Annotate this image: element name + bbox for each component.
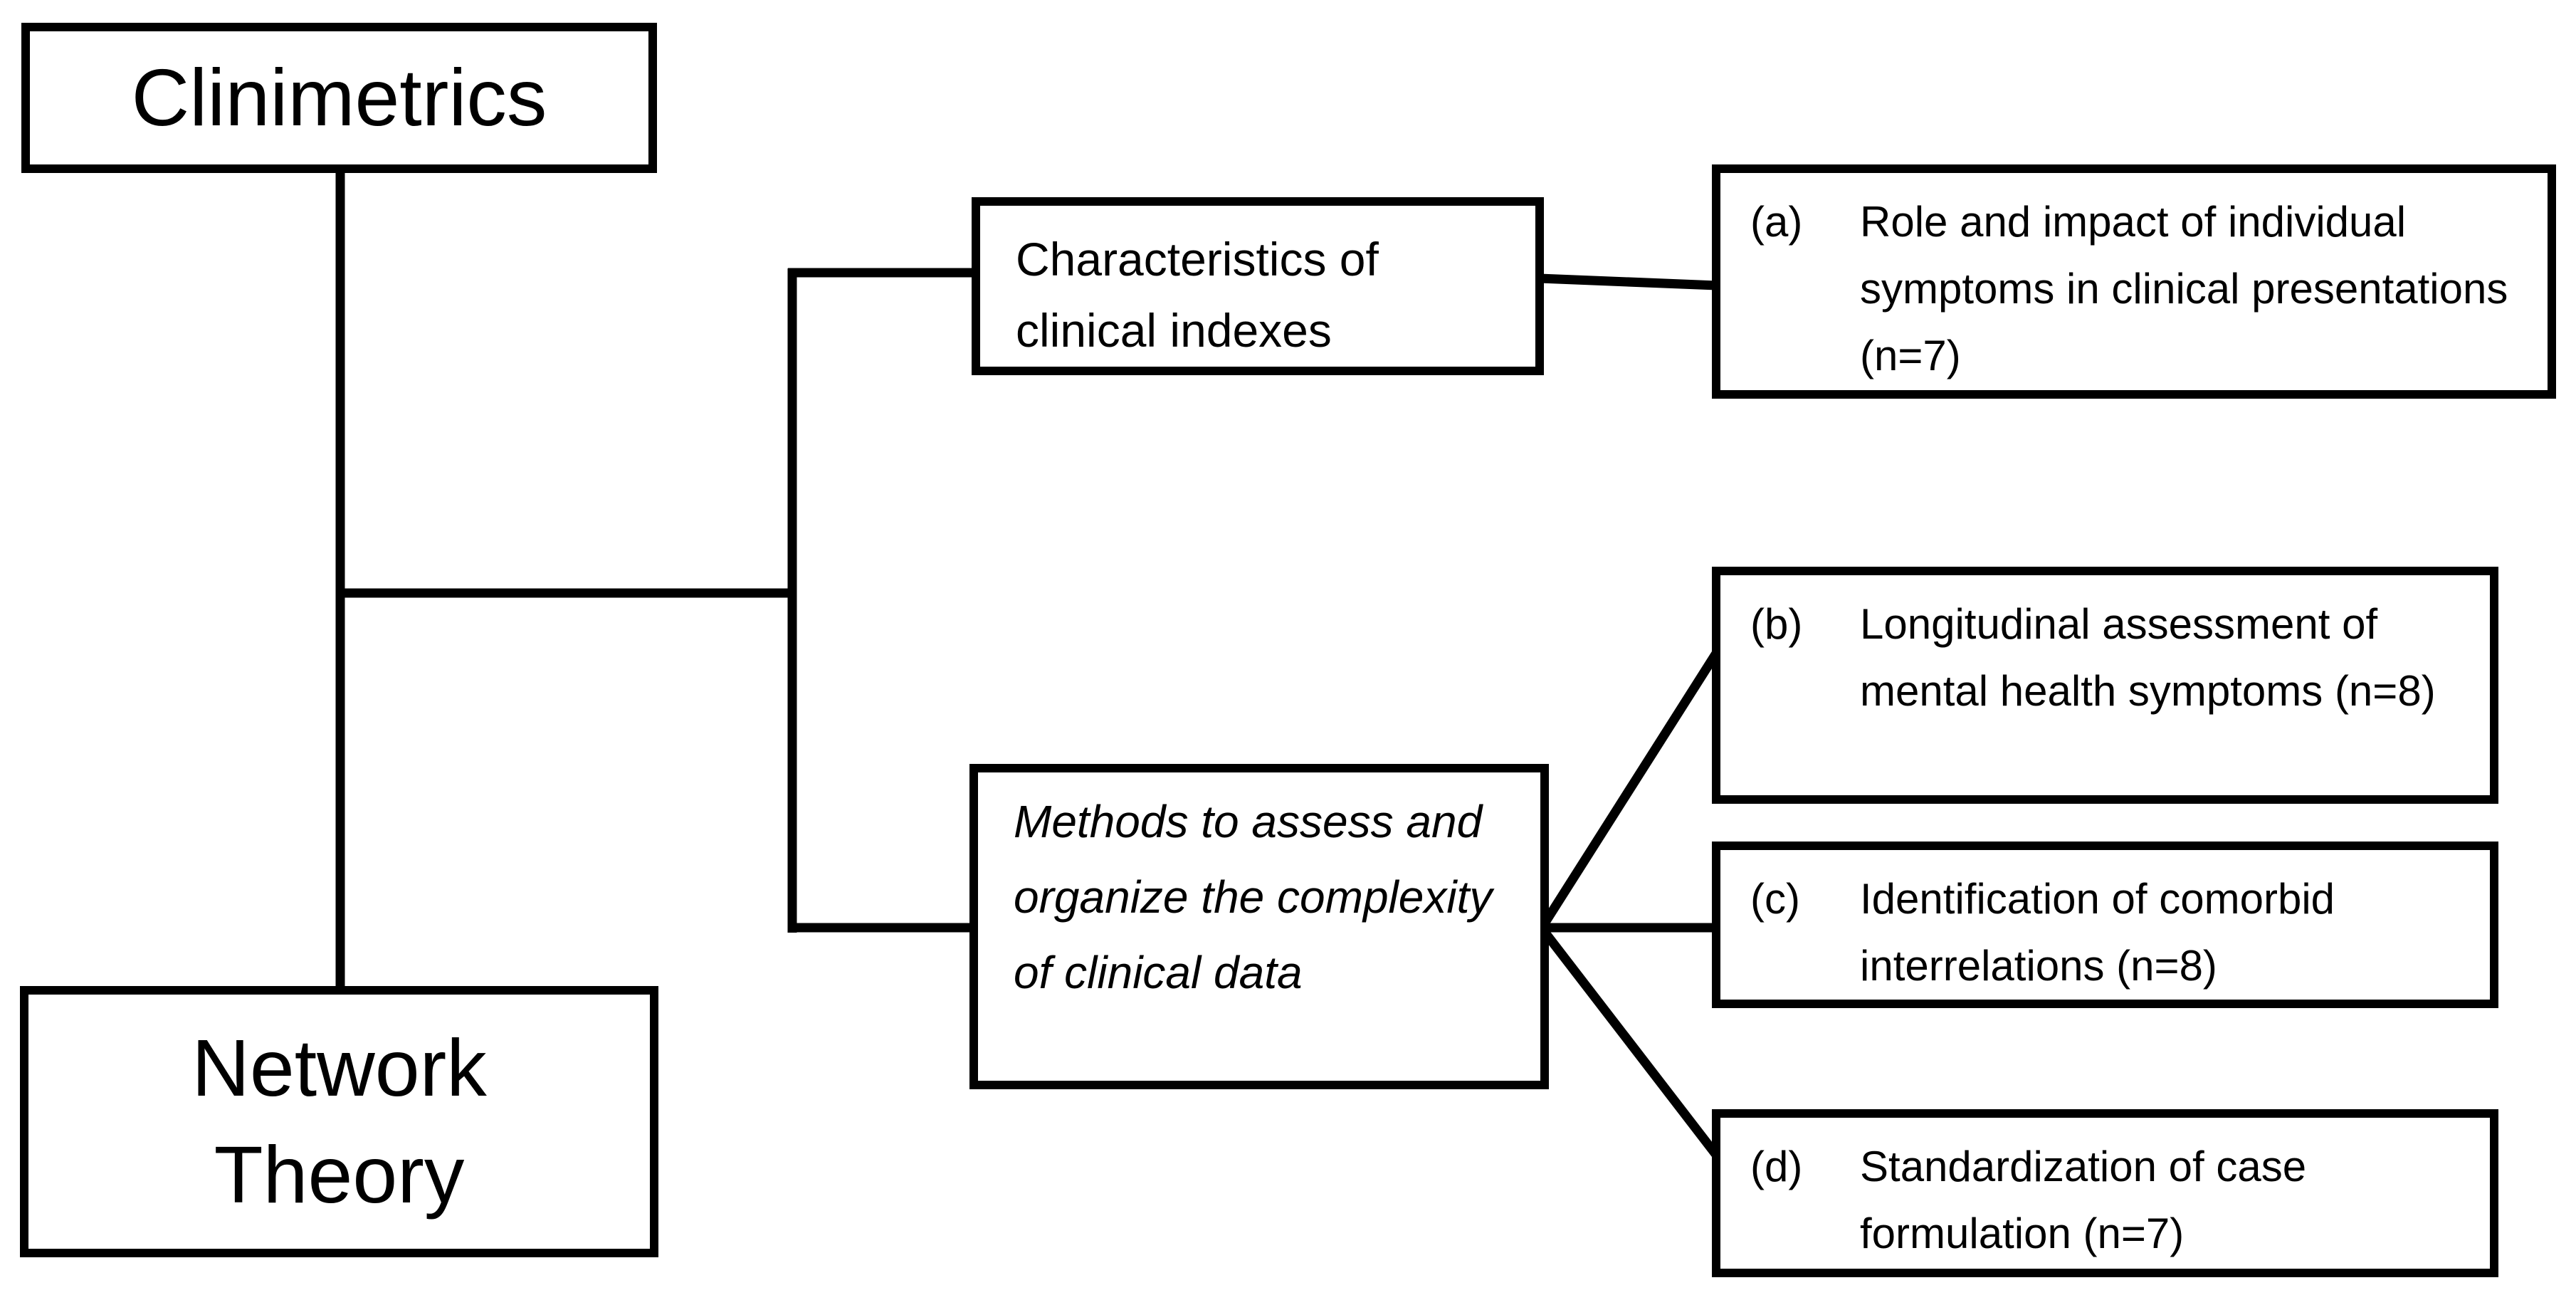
node-characteristics-of-clinical-indexes: Characteristics of clinical indexes <box>972 197 1544 375</box>
leaf-marker-c: (c) <box>1750 875 1800 923</box>
leaf-node-d: (d) Standardization of case formulation … <box>1712 1109 2498 1277</box>
leaf-label-b: Longitudinal assessment of mental health… <box>1860 600 2436 715</box>
edge-methods-b <box>1540 649 1721 926</box>
leaf-marker-d: (d) <box>1750 1143 1803 1190</box>
node-methods-to-assess: Methods to assess and organize the compl… <box>969 764 1549 1089</box>
leaf-marker-b: (b) <box>1750 600 1803 648</box>
leaf-node-c: (c) Identification of comorbid interrela… <box>1712 842 2498 1008</box>
leaf-label-a: Role and impact of individual symptoms i… <box>1860 198 2508 379</box>
edge-characteristics-a <box>1539 273 1718 290</box>
network-theory-label: Network Theory <box>191 1023 487 1220</box>
clinimetrics-label: Clinimetrics <box>131 52 547 142</box>
edge-methods-d <box>1540 929 1723 1160</box>
node-network-theory: Network Theory <box>20 986 658 1257</box>
leaf-label-d: Standardization of case formulation (n=7… <box>1860 1143 2307 1257</box>
leaf-node-a: (a) Role and impact of individual sympto… <box>1712 164 2556 399</box>
leaf-label-c: Identification of comorbid interrelation… <box>1860 875 2335 990</box>
leaf-marker-a: (a) <box>1750 198 1803 246</box>
node-clinimetrics: Clinimetrics <box>21 23 657 173</box>
leaf-node-b: (b) Longitudinal assessment of mental he… <box>1712 567 2498 804</box>
